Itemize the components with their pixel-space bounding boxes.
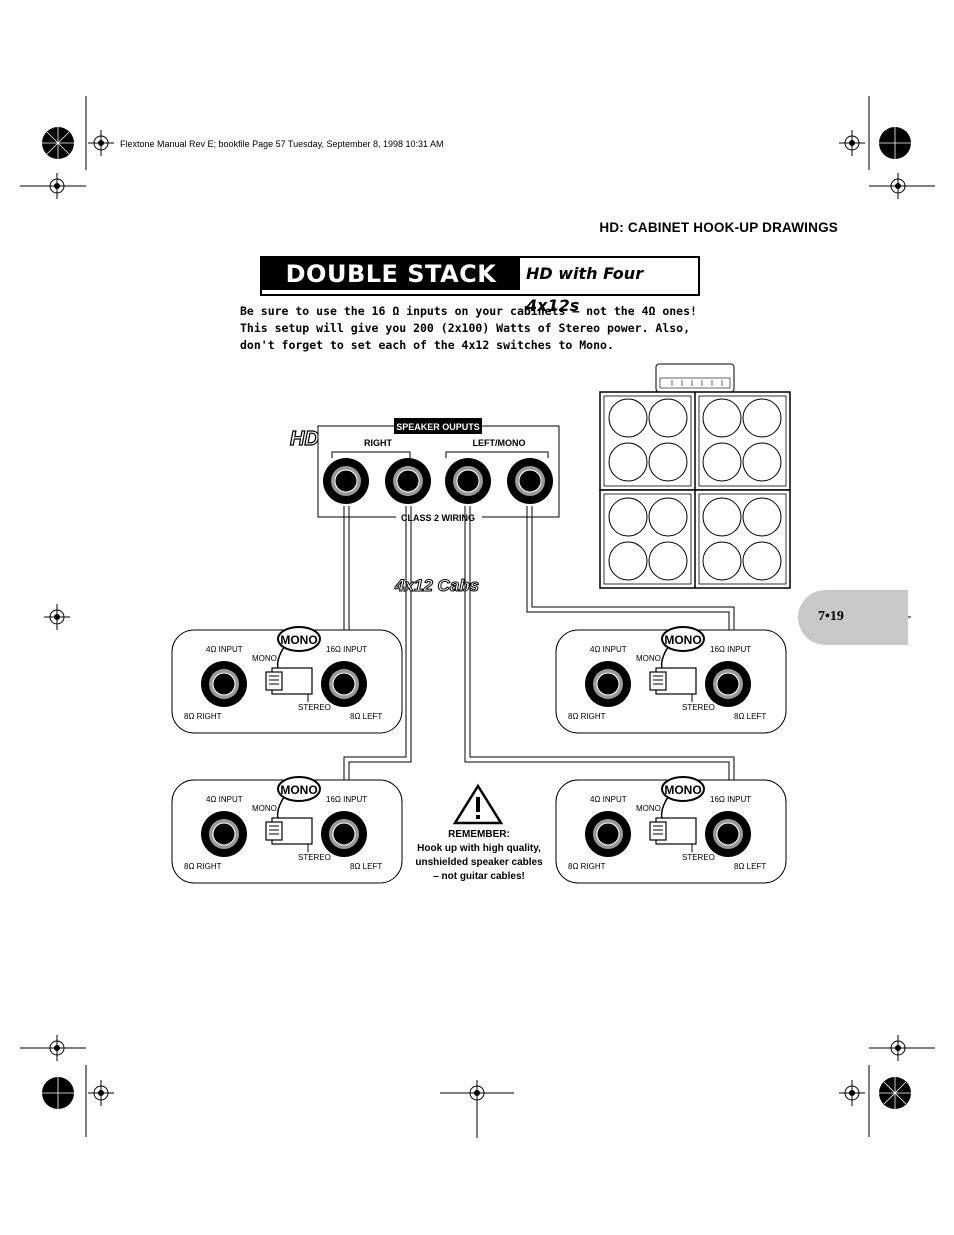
page-subtitle: HD with Four 4x12s xyxy=(526,264,644,315)
left-mono-label: LEFT/MONO xyxy=(473,438,526,448)
stereo-label: STEREO xyxy=(298,853,331,862)
cab-panel-bottom-left: MONO 4Ω INPUT 16Ω INPUT MONO STEREO 8Ω RIGHT 8… xyxy=(171,776,403,884)
left-8ohm-label: 8Ω LEFT xyxy=(734,712,766,721)
mono-label: MONO xyxy=(252,654,277,663)
cab-jack-16ohm xyxy=(320,810,368,858)
mono-stereo-switch[interactable] xyxy=(265,817,313,845)
mono-badge: MONO xyxy=(664,783,701,797)
amp-label: HD xyxy=(290,428,319,450)
input-16ohm-label: 16Ω INPUT xyxy=(710,795,751,804)
stereo-label: STEREO xyxy=(298,703,331,712)
right-8ohm-label: 8Ω RIGHT xyxy=(184,862,222,871)
input-16ohm-label: 16Ω INPUT xyxy=(326,645,367,654)
warning-line-3: – not guitar cables! xyxy=(433,871,525,882)
page-number: 7•19 xyxy=(818,609,844,624)
stack-illustration xyxy=(599,363,791,589)
amp-jack-left-1 xyxy=(444,457,492,505)
input-4ohm-label: 4Ω INPUT xyxy=(206,645,243,654)
cab-panel-bottom-right: MONO 4Ω INPUT 16Ω INPUT MONO STEREO 8Ω RIGHT 8… xyxy=(555,776,787,884)
page-title: DOUBLE STACK STEREO xyxy=(262,258,520,320)
amp-jack-right-1 xyxy=(322,457,370,505)
left-8ohm-label: 8Ω LEFT xyxy=(350,862,382,871)
warning-line-1: Hook up with high quality, xyxy=(417,843,541,854)
section-title: HD: CABINET HOOK-UP DRAWINGS xyxy=(599,220,838,235)
cables xyxy=(343,506,735,790)
page-tab xyxy=(798,590,908,645)
speaker-outputs-banner: SPEAKER OUPUTS xyxy=(396,422,480,432)
wiring-label: CLASS 2 WIRING xyxy=(401,513,475,523)
input-4ohm-label: 4Ω INPUT xyxy=(206,795,243,804)
mono-badge: MONO xyxy=(664,633,701,647)
mono-stereo-switch[interactable] xyxy=(265,667,313,695)
input-4ohm-label: 4Ω INPUT xyxy=(590,795,627,804)
cabs-label: 4x12 Cabs xyxy=(394,576,479,595)
cab-jack-4ohm xyxy=(584,810,632,858)
input-16ohm-label: 16Ω INPUT xyxy=(710,645,751,654)
warning-line-2: unshielded speaker cables xyxy=(415,857,543,868)
stereo-label: STEREO xyxy=(682,703,715,712)
amp-jack-right-2 xyxy=(384,457,432,505)
mono-stereo-switch[interactable] xyxy=(649,817,697,845)
left-8ohm-label: 8Ω LEFT xyxy=(350,712,382,721)
right-8ohm-label: 8Ω RIGHT xyxy=(568,862,606,871)
warning-heading: REMEMBER: xyxy=(448,829,510,840)
cab-jack-4ohm xyxy=(200,810,248,858)
mono-label: MONO xyxy=(252,804,277,813)
cab-panel-top-right: MONO 4Ω INPUT 16Ω INPUT MONO STEREO 8Ω RIGHT 8… xyxy=(555,626,787,734)
mono-badge: MONO xyxy=(280,783,317,797)
warning-block: REMEMBER: Hook up with high quality, uns… xyxy=(415,783,543,882)
mono-label: MONO xyxy=(636,804,661,813)
right-8ohm-label: 8Ω RIGHT xyxy=(568,712,606,721)
amp-jack-left-2 xyxy=(506,457,554,505)
cab-jack-16ohm xyxy=(704,660,752,708)
mono-stereo-switch[interactable] xyxy=(649,667,697,695)
mono-label: MONO xyxy=(636,654,661,663)
input-4ohm-label: 4Ω INPUT xyxy=(590,645,627,654)
right-8ohm-label: 8Ω RIGHT xyxy=(184,712,222,721)
left-8ohm-label: 8Ω LEFT xyxy=(734,862,766,871)
mono-badge: MONO xyxy=(280,633,317,647)
input-16ohm-label: 16Ω INPUT xyxy=(326,795,367,804)
cab-jack-4ohm xyxy=(200,660,248,708)
right-label: RIGHT xyxy=(364,438,393,448)
cab-jack-16ohm xyxy=(704,810,752,858)
amp-output-panel: HD SPEAKER OUPUTS RIGHT LEFT/MONO CLASS … xyxy=(289,418,560,523)
intro-text: Be sure to use the 16 Ω inputs on your c… xyxy=(240,304,697,352)
cab-panel-top-left: MONO 4Ω INPUT 16Ω INPUT MONO STEREO 8Ω RIGHT 8… xyxy=(171,626,403,734)
print-header: Flextone Manual Rev E; bookfile Page 57 … xyxy=(120,139,444,149)
stereo-label: STEREO xyxy=(682,853,715,862)
cab-jack-16ohm xyxy=(320,660,368,708)
cab-jack-4ohm xyxy=(584,660,632,708)
